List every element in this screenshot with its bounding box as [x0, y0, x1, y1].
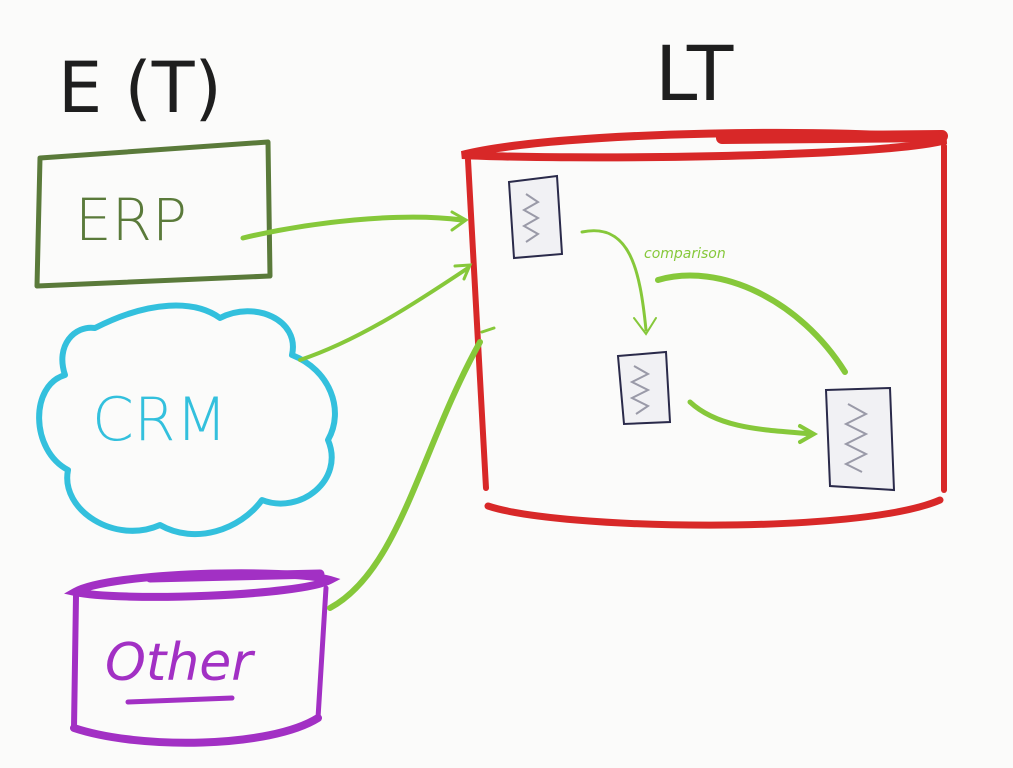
comparison-arc	[655, 272, 848, 375]
other-cylinder-left	[71, 593, 79, 731]
other-cylinder-bottom	[70, 714, 322, 747]
document-2-squiggle	[629, 365, 651, 415]
lt-cylinder-rim	[716, 130, 948, 144]
document-2	[616, 350, 672, 426]
other-cylinder-rim	[145, 569, 325, 583]
erp-source: ERP	[34, 139, 273, 289]
document-3	[824, 386, 896, 492]
lt-cylinder-bottom	[484, 496, 944, 529]
source-arrows	[240, 210, 496, 611]
doc2-to-doc3-arrow	[687, 399, 815, 437]
lt-target	[461, 128, 948, 529]
crm-label: CRM	[92, 385, 227, 455]
crm-arrow-head	[453, 263, 473, 281]
other-underline	[125, 695, 235, 705]
other-arrow	[327, 339, 483, 611]
document-1	[507, 174, 564, 260]
doc1-to-doc2-arrow	[580, 229, 648, 332]
crm-cloud	[36, 302, 338, 538]
erp-arrow-head	[450, 210, 469, 232]
left-heading: E (T)	[58, 47, 222, 129]
document-3-page	[824, 386, 896, 492]
other-source: Other	[63, 569, 341, 747]
crm-source: CRM	[36, 302, 338, 538]
internal-arrows	[580, 229, 848, 444]
other-cylinder-right	[315, 585, 329, 721]
other-cylinder-top	[63, 569, 341, 601]
comparison-label: comparison	[644, 246, 726, 262]
doc2-to-doc3-arrow-head	[798, 424, 819, 444]
other-label: Other	[105, 633, 256, 693]
right-heading: LT	[655, 29, 734, 118]
doc1-to-doc2-arrow-head	[633, 317, 657, 336]
document-1-squiggle	[521, 193, 541, 243]
lt-cylinder-left	[465, 157, 489, 491]
erp-label: ERP	[75, 186, 187, 254]
erp-box	[34, 139, 273, 289]
erp-arrow	[240, 214, 465, 241]
document-3-squiggle	[843, 403, 869, 473]
other-arrow-head	[480, 326, 496, 334]
crm-arrow	[298, 266, 470, 362]
